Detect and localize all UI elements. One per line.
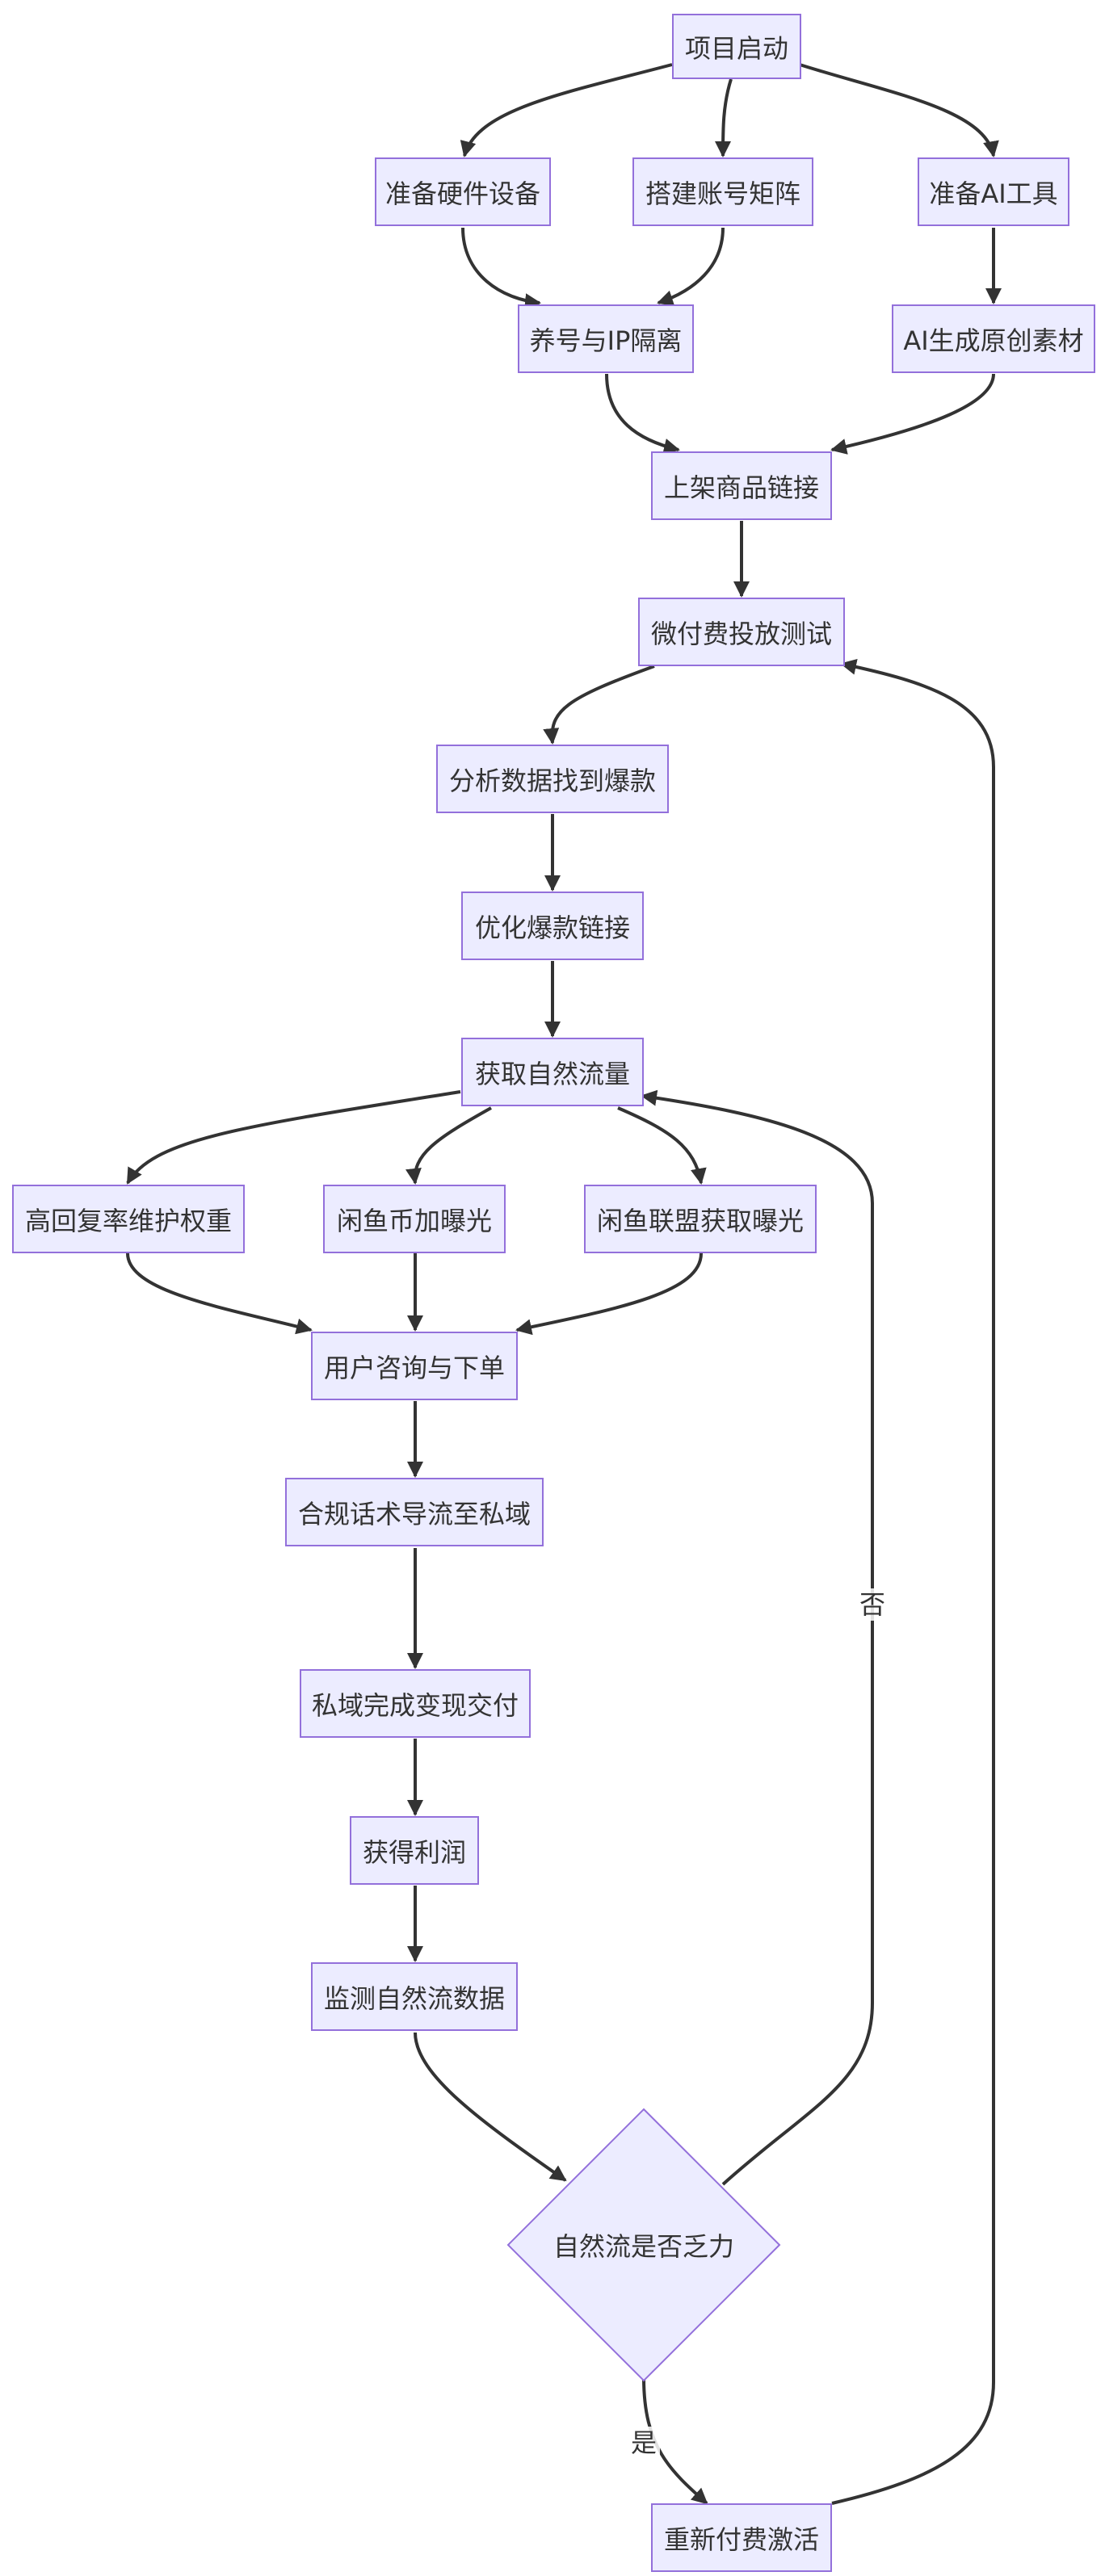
node-monetize: 私域完成变现交付 xyxy=(300,1669,531,1738)
edge-monitor-decision xyxy=(414,2032,567,2182)
node-optimize: 优化爆款链接 xyxy=(461,892,644,960)
node-coins: 闲鱼币加曝光 xyxy=(323,1185,506,1253)
node-ai-content: AI生成原创素材 xyxy=(892,304,1095,373)
edge-organic-repurchase xyxy=(126,1090,461,1185)
node-organic: 获取自然流量 xyxy=(461,1038,644,1106)
edge-hardware-nurture xyxy=(461,227,541,310)
node-hardware: 准备硬件设备 xyxy=(375,157,551,226)
node-private: 合规话术导流至私域 xyxy=(285,1478,544,1546)
edge-start-hardware xyxy=(460,63,673,157)
node-nurture: 养号与IP隔离 xyxy=(518,304,694,373)
node-start: 项目启动 xyxy=(672,14,801,79)
edge-accounts-nurture xyxy=(657,227,725,306)
node-inquiry: 用户咨询与下单 xyxy=(311,1332,518,1400)
edge-reactivate-paidtest xyxy=(831,658,995,2505)
edge-repurchase-inquiry xyxy=(126,1252,313,1335)
edge-decision-organic-no xyxy=(641,1089,874,2186)
edge-alliance-inquiry xyxy=(515,1252,703,1336)
edge-label-yes: 是 xyxy=(628,2427,661,2459)
edge-aicontent-listing xyxy=(830,373,995,455)
edge-organic-alliance xyxy=(617,1106,707,1185)
node-accounts: 搭建账号矩阵 xyxy=(632,157,813,226)
edge-start-accounts xyxy=(715,78,733,157)
node-profit: 获得利润 xyxy=(350,1816,479,1885)
edge-decision-reactivate-yes xyxy=(642,2377,708,2505)
node-paid-test: 微付费投放测试 xyxy=(638,598,845,666)
node-alliance: 闲鱼联盟获取曝光 xyxy=(584,1185,817,1253)
edge-organic-coins xyxy=(405,1106,492,1185)
node-listing: 上架商品链接 xyxy=(651,451,832,520)
edge-label-no: 否 xyxy=(856,1588,889,1621)
node-reactivate: 重新付费激活 xyxy=(651,2503,832,2572)
edge-paidtest-analyze xyxy=(543,665,655,745)
node-ai-tools: 准备AI工具 xyxy=(918,157,1069,226)
node-repurchase: 高回复率维护权重 xyxy=(12,1185,245,1253)
node-decision: 自然流是否乏力 xyxy=(552,2231,734,2262)
edge-nurture-listing xyxy=(605,373,680,455)
edge-start-aitools xyxy=(799,63,999,157)
node-monitor: 监测自然流数据 xyxy=(311,1962,518,2031)
decision-diamond xyxy=(506,2108,781,2382)
node-analyze: 分析数据找到爆款 xyxy=(436,745,669,813)
